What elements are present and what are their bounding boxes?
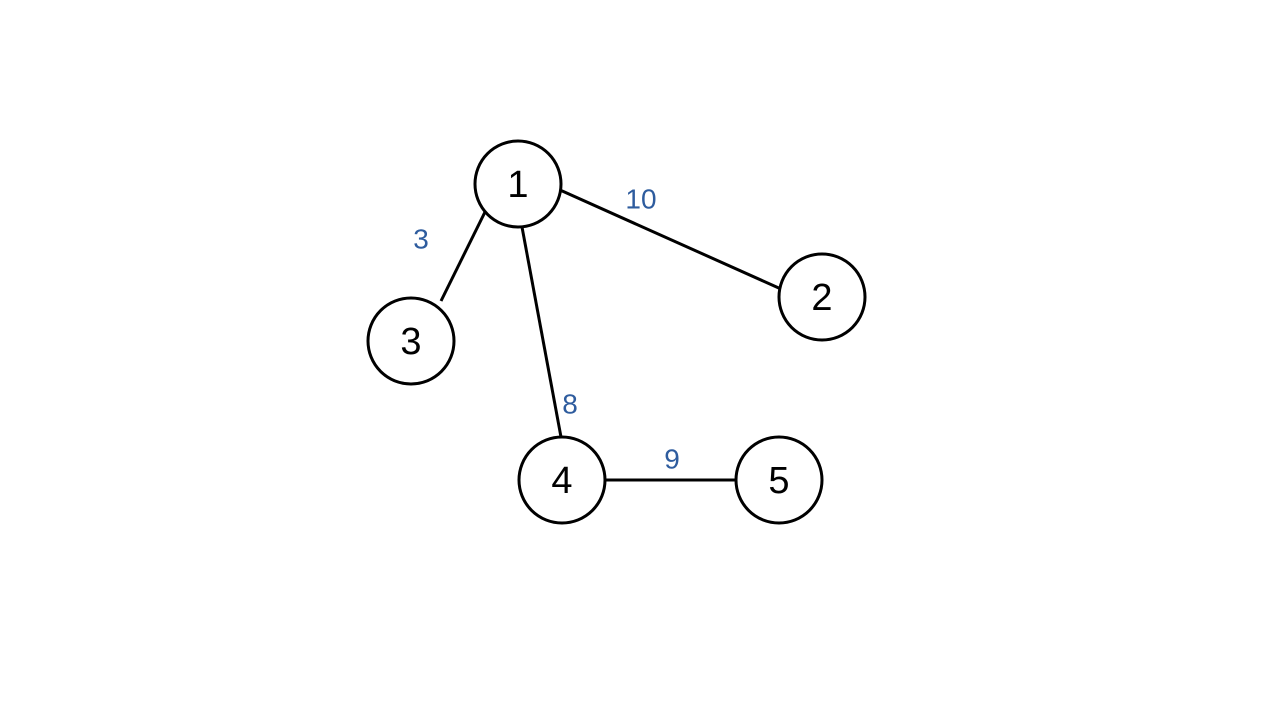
node-label-4: 4 bbox=[551, 460, 572, 502]
graph-node-2[interactable]: 2 bbox=[777, 252, 867, 342]
node-label-2: 2 bbox=[811, 277, 832, 319]
node-label-5: 5 bbox=[768, 460, 789, 502]
node-circle-1[interactable] bbox=[473, 139, 563, 229]
edge-weight-label-4-5: 9 bbox=[664, 444, 680, 475]
edge-weight-label-1-4: 8 bbox=[562, 389, 578, 420]
graph-node-1[interactable]: 1 bbox=[473, 139, 563, 229]
graph-edge-1-4 bbox=[520, 226, 563, 438]
graph-node-3[interactable]: 3 bbox=[366, 296, 456, 386]
graph-edge-1-3 bbox=[439, 211, 487, 302]
nodes-layer: 1 2 3 4 5 bbox=[366, 139, 867, 525]
edge-weight-label-1-3: 3 bbox=[413, 224, 429, 255]
node-circle-2[interactable] bbox=[777, 252, 867, 342]
node-label-1: 1 bbox=[507, 164, 528, 206]
node-circle-3[interactable] bbox=[366, 296, 456, 386]
edge-weight-label-1-2: 10 bbox=[625, 184, 656, 215]
edge-weights-layer: 10 3 8 9 bbox=[413, 184, 680, 475]
graph-node-5[interactable]: 5 bbox=[734, 435, 824, 525]
node-circle-5[interactable] bbox=[734, 435, 824, 525]
node-circle-4[interactable] bbox=[517, 435, 607, 525]
graph-edge-1-2 bbox=[559, 188, 782, 291]
edges-layer bbox=[439, 188, 782, 482]
graph-node-4[interactable]: 4 bbox=[517, 435, 607, 525]
node-label-3: 3 bbox=[400, 321, 421, 363]
